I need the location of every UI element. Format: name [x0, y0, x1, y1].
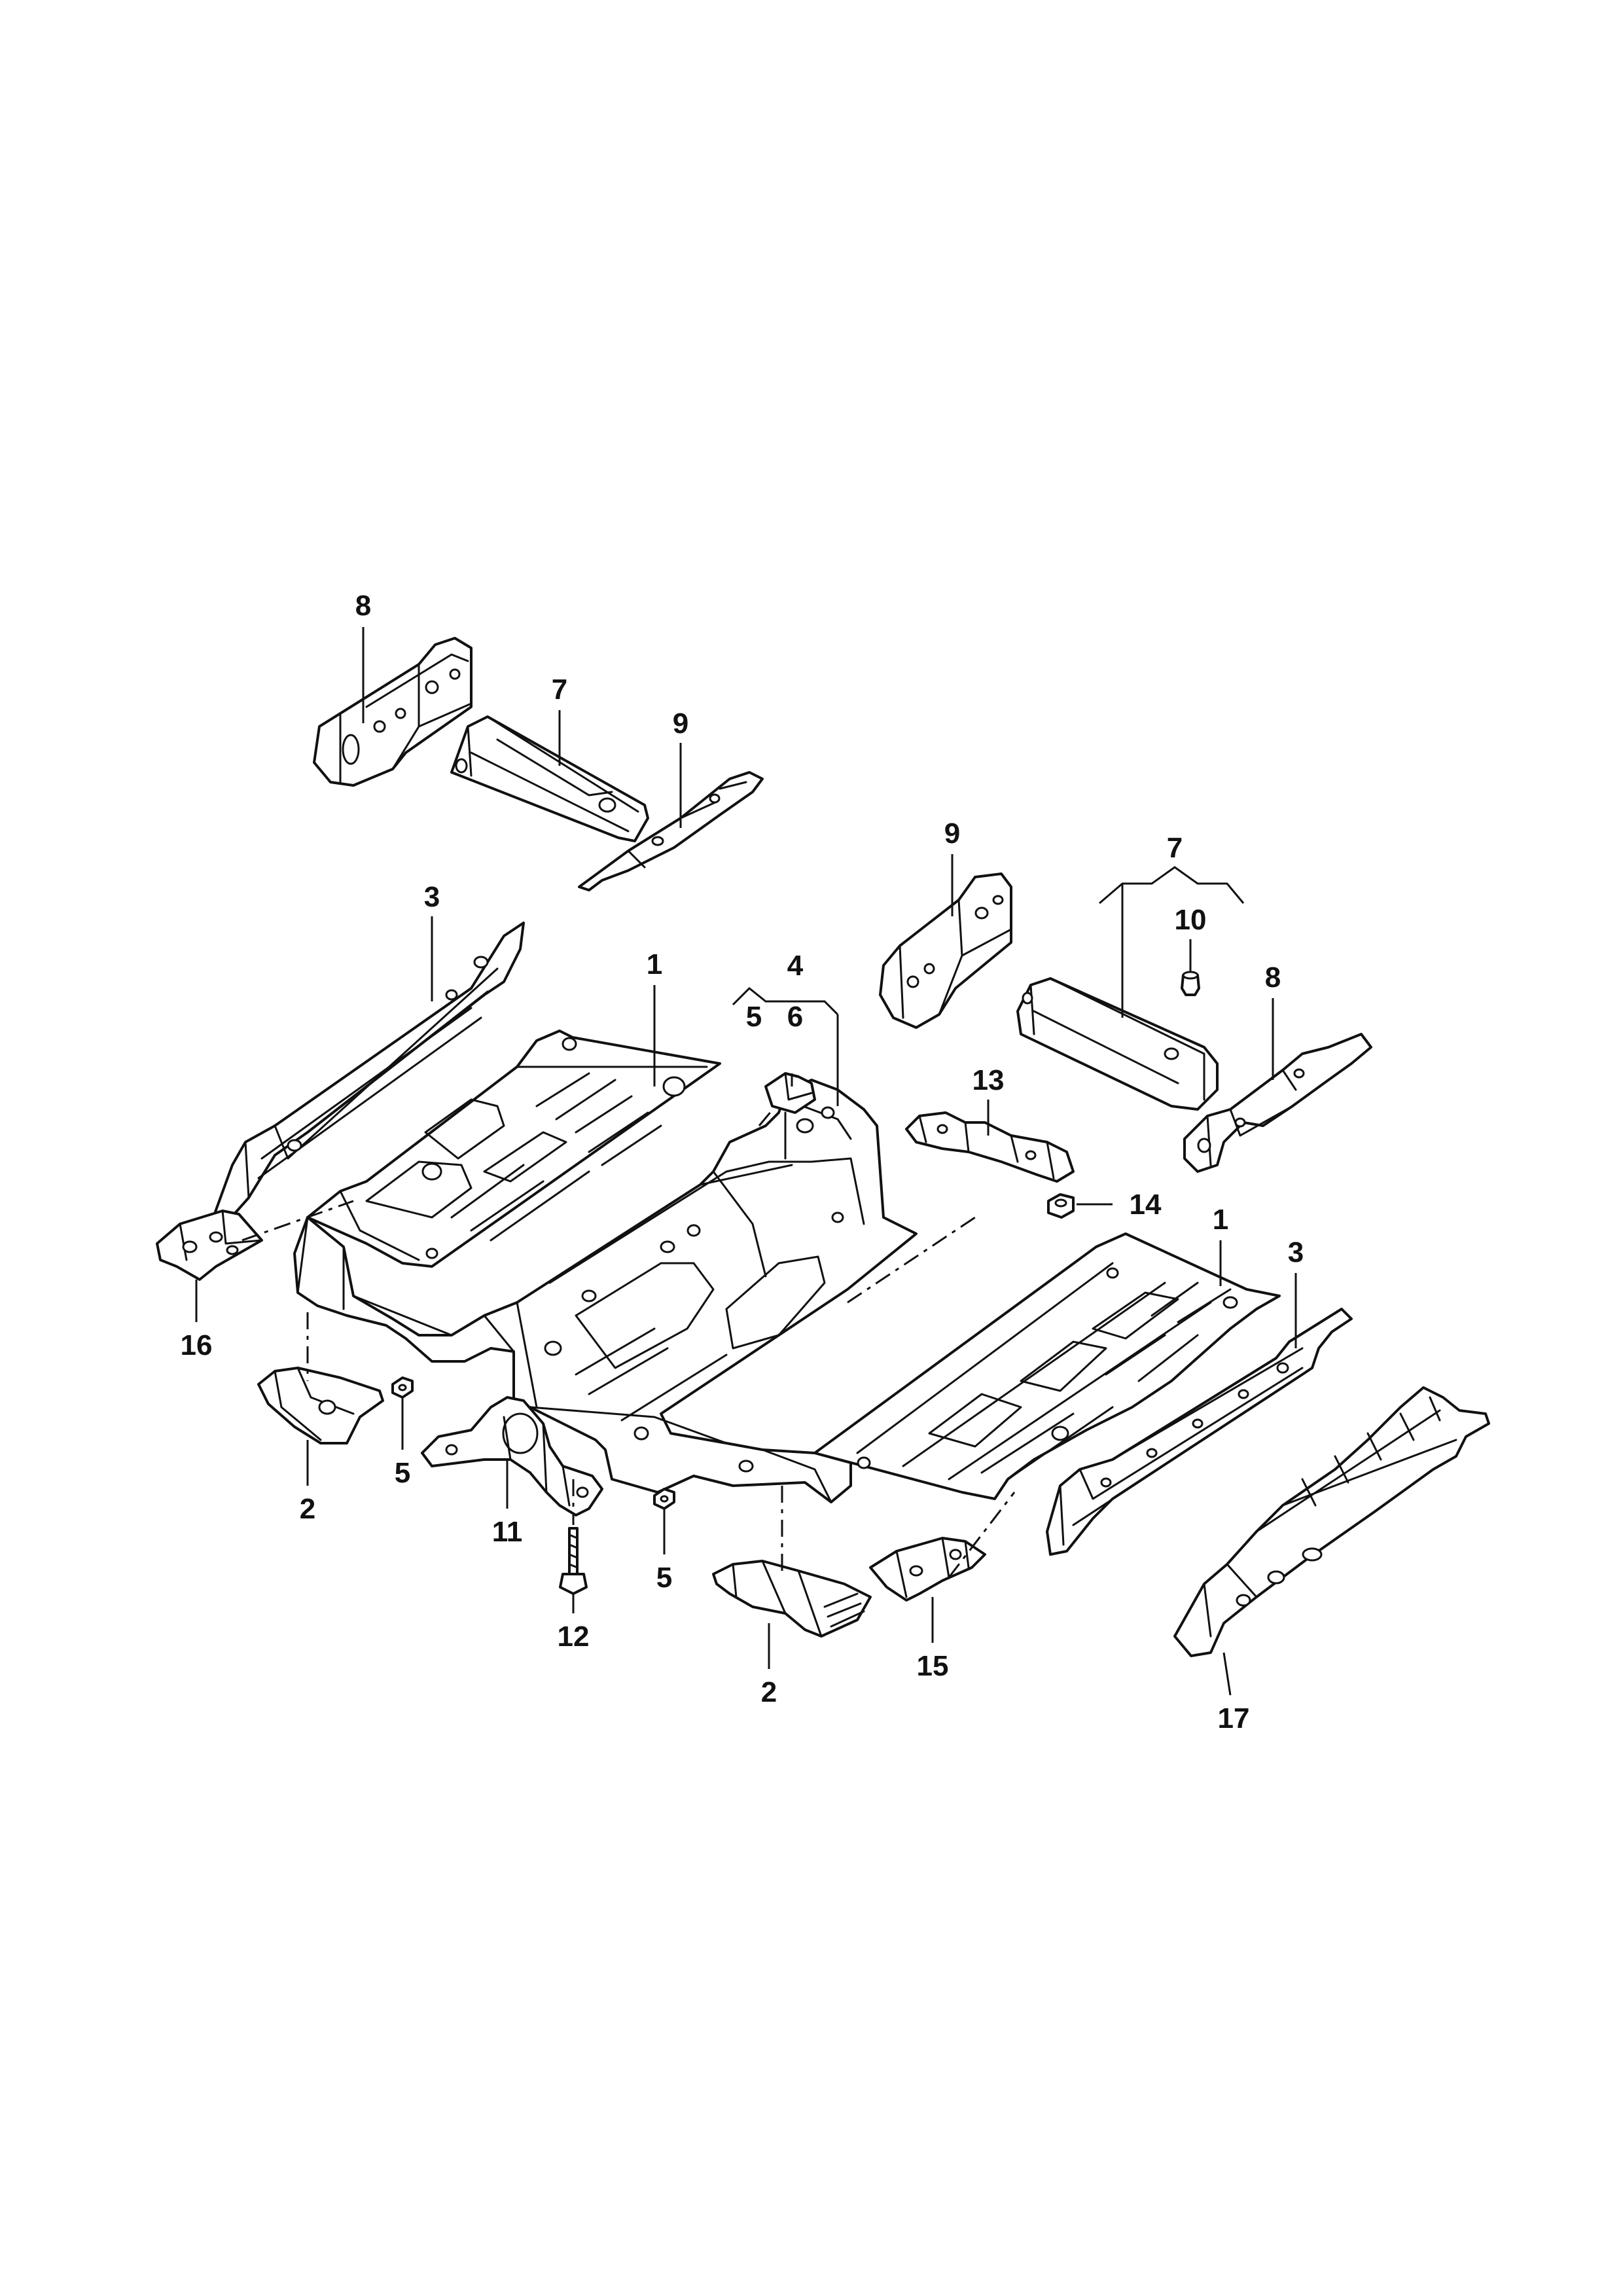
- side-sill-member-right-icon: [1046, 1308, 1353, 1556]
- footwell-extension-right-icon: [712, 1560, 872, 1638]
- callout-5: 5: [656, 1562, 672, 1594]
- callout-3: 3: [1288, 1236, 1304, 1268]
- callout-5: 5: [395, 1457, 410, 1489]
- clip-nut-icon: [391, 1376, 414, 1399]
- tunnel-reinforcement-bracket-icon: [905, 1111, 1075, 1183]
- callout-7: 7: [1167, 832, 1183, 864]
- assembly-lines: [241, 1105, 1016, 1578]
- callout-10: 10: [1175, 904, 1207, 936]
- rear-crossmember-bracket-right-icon: [1183, 1033, 1372, 1173]
- callout-15: 15: [917, 1650, 949, 1682]
- callout-2: 2: [761, 1676, 777, 1708]
- floor-panel-left-icon: [306, 1030, 721, 1268]
- callout-8: 8: [1265, 961, 1281, 994]
- callout-1: 1: [647, 948, 662, 980]
- callout-9: 9: [944, 817, 960, 850]
- callout-7: 7: [552, 673, 567, 706]
- callout-12: 12: [558, 1621, 590, 1653]
- callout-3: 3: [424, 881, 440, 913]
- weld-nut-icon: [1181, 971, 1200, 996]
- callout-2: 2: [300, 1493, 315, 1525]
- callout-9: 9: [673, 708, 688, 740]
- callout-14: 14: [1130, 1189, 1162, 1221]
- bolt-icon: [559, 1527, 588, 1595]
- mount-bracket-icon: [421, 1396, 603, 1516]
- rear-crossmember-bracket-left-icon: [313, 637, 473, 787]
- seat-crossmember-left-icon: [450, 715, 649, 842]
- callout-11: 11: [492, 1516, 523, 1548]
- outer-sill-panel-icon: [1173, 1386, 1490, 1657]
- clip-nut-icon: [653, 1488, 675, 1510]
- callout-5: 5: [746, 1001, 762, 1033]
- callout-4: 4: [787, 950, 804, 982]
- callout-16: 16: [181, 1329, 213, 1361]
- floor-panel-right-icon: [813, 1232, 1281, 1500]
- footwell-extension-left-icon: [257, 1367, 384, 1444]
- callout-17: 17: [1218, 1702, 1250, 1734]
- side-sill-member-left-icon: [205, 922, 525, 1238]
- tunnel-bracket-icon: [764, 1072, 816, 1114]
- mounting-plate-left-icon: [156, 1210, 263, 1281]
- leader-lines: [195, 627, 1297, 1696]
- nut-icon: [1047, 1193, 1075, 1219]
- callout-labels: 8 7 9 3 1 4 5 6 9 7 10 8 13 14 1 3 16 5 …: [181, 590, 1304, 1734]
- callout-6: 6: [787, 1001, 803, 1033]
- crossmember-bracket-right-icon: [879, 872, 1012, 1029]
- callout-8: 8: [355, 590, 371, 622]
- callout-1: 1: [1213, 1204, 1228, 1236]
- center-tunnel-floor-icon: [293, 1079, 918, 1503]
- callout-13: 13: [972, 1064, 1005, 1096]
- mounting-plate-right-icon: [869, 1537, 986, 1602]
- seat-crossmember-right-icon: [1016, 977, 1219, 1111]
